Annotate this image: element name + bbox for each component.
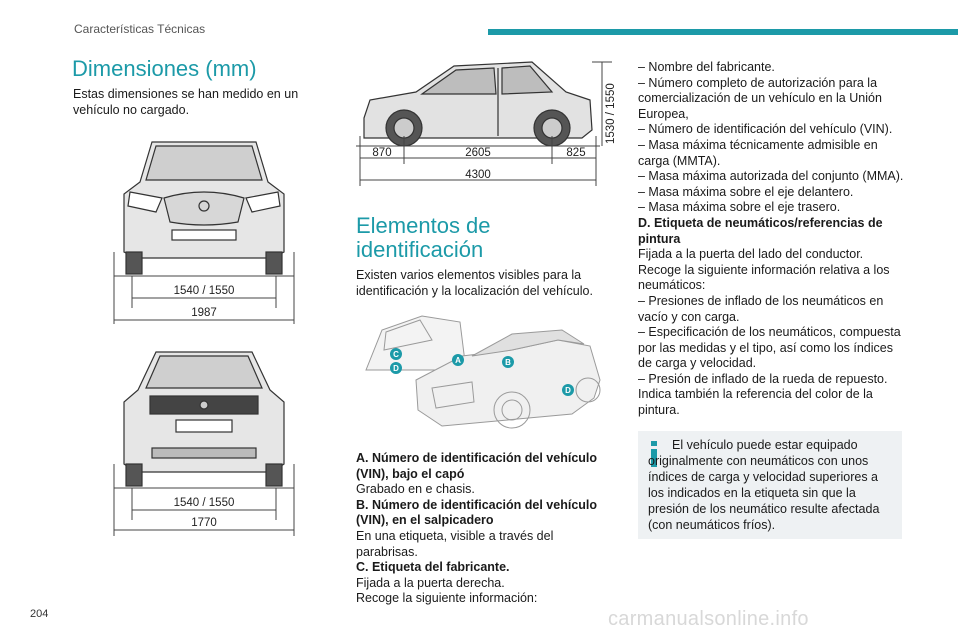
identification-cars-drawing: [365, 315, 601, 429]
header-accent-bar: [488, 29, 958, 35]
identification-diagram: A B C D D: [365, 315, 601, 429]
dimensions-intro: Estas dimensiones se han medido en un ve…: [73, 87, 299, 117]
list-item: – Especificación de los neumáticos, comp…: [638, 325, 901, 371]
identification-list-col3: – Nombre del fabricante. – Número comple…: [638, 60, 906, 419]
rear-overhang-label: 825: [566, 147, 585, 159]
list-item: – Presiones de inflado de los neumáticos…: [638, 293, 884, 324]
list-item: A. Número de identificación del vehículo…: [356, 451, 598, 481]
list-item: Recoge la siguiente información:: [356, 591, 538, 606]
front-view-diagram: 1540 / 1550 1987: [113, 141, 295, 324]
rear-view-diagram: 1540 / 1550 1770: [113, 351, 295, 536]
marker-d-right: D: [565, 386, 571, 395]
list-item: – Número de identificación del vehículo …: [638, 122, 893, 137]
rear-height-label: 1540 / 1550: [174, 497, 235, 509]
dimensions-heading: Dimensiones (mm): [72, 56, 257, 81]
rear-car-drawing: [123, 351, 285, 487]
front-overhang-label: 870: [372, 147, 391, 159]
rear-width-label: 1770: [191, 517, 217, 529]
list-item: – Presión de inflado de la rueda de repu…: [638, 371, 888, 386]
side-height-label: 1530 / 1550: [605, 83, 617, 144]
marker-b: B: [505, 358, 511, 367]
list-item: Fijada a la puerta derecha.: [356, 575, 505, 590]
info-icon: [651, 441, 657, 467]
identification-heading-line2: identificación: [356, 237, 484, 262]
marker-a: A: [455, 356, 461, 365]
side-car-drawing: [363, 61, 593, 147]
wheelbase-label: 2605: [465, 147, 491, 159]
identification-intro: Existen varios elementos visibles para l…: [356, 268, 593, 298]
list-item: – Nombre del fabricante.: [638, 60, 775, 74]
list-item: D. Etiqueta de neumáticos/referencias de…: [638, 215, 883, 246]
identification-heading-line1: Elementos de: [356, 213, 491, 238]
identification-markers: A B C D D: [390, 348, 574, 396]
list-item: En una etiqueta, visible a través del pa…: [356, 528, 554, 559]
list-item: – Masa máxima sobre el eje trasero.: [638, 200, 841, 215]
list-item: Indica también la referencia del color d…: [638, 387, 873, 418]
identification-heading: Elementos de identificación: [356, 214, 616, 262]
list-item: Fijada a la puerta del lado del conducto…: [638, 247, 864, 262]
front-width-label: 1987: [191, 307, 217, 319]
front-height-label: 1540 / 1550: [174, 285, 235, 297]
identification-list-col2: A. Número de identificación del vehículo…: [356, 451, 616, 607]
page-number: 204: [30, 608, 49, 620]
list-item: Recoge la siguiente información relativa…: [638, 262, 890, 293]
info-text: El vehículo puede estar equipado origina…: [648, 438, 880, 532]
length-label: 4300: [465, 169, 491, 181]
list-item: – Masa máxima sobre el eje delantero.: [638, 184, 854, 199]
list-item: C. Etiqueta del fabricante.: [356, 560, 510, 575]
list-item: – Masa máxima autorizada del conjunto (M…: [638, 169, 904, 184]
info-box: El vehículo puede estar equipado origina…: [638, 431, 902, 539]
list-item: B. Número de identificación del vehículo…: [356, 497, 598, 528]
list-item: Grabado en e chasis.: [356, 482, 475, 497]
side-view-diagram: 1530 / 1550 870 2605 825 4300: [356, 61, 617, 186]
front-car-drawing: [123, 141, 285, 275]
watermark: carmanualsonline.info: [608, 608, 809, 630]
section-title: Características Técnicas: [74, 22, 206, 36]
marker-c: C: [393, 350, 399, 359]
marker-d-left: D: [393, 364, 399, 373]
list-item: – Masa máxima técnicamente admisible en …: [638, 137, 878, 168]
list-item: – Número completo de autorización para l…: [638, 75, 882, 121]
